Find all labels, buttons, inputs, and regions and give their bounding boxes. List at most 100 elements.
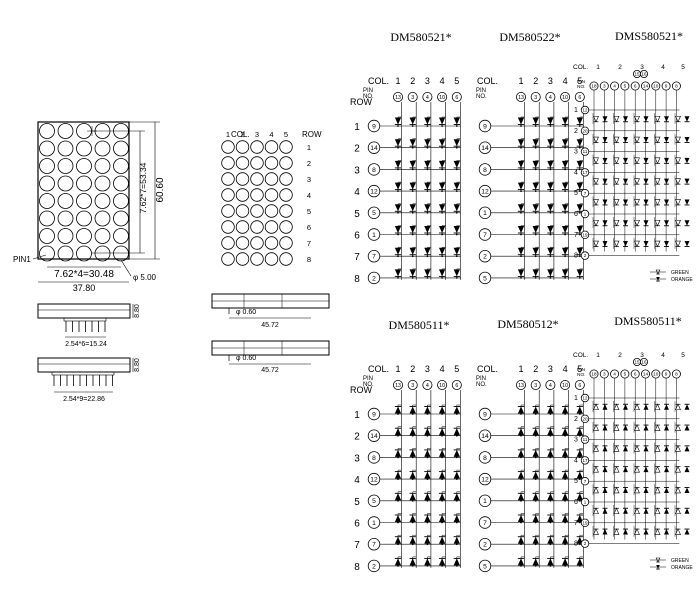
led-triangle	[664, 116, 669, 122]
row-number: 4	[574, 169, 578, 176]
row-number: 7	[574, 232, 578, 239]
center-dot	[235, 172, 250, 186]
pin-number: 8	[675, 372, 678, 377]
junction-dot	[441, 456, 443, 459]
pin-number: 14	[370, 145, 378, 152]
pin-number-circle: 6	[630, 369, 640, 379]
pin-number: 19	[582, 520, 588, 525]
led-symbol	[643, 241, 649, 248]
pin-circle	[367, 271, 381, 285]
pin-number: 7	[483, 520, 487, 527]
pin-number-circle: 8	[367, 163, 381, 176]
led-dot	[57, 245, 74, 262]
row-number: 2	[574, 128, 578, 135]
led-triangle	[664, 425, 669, 431]
junction-dot	[455, 168, 458, 171]
pin-number: 4	[549, 383, 552, 389]
pin-circle	[580, 477, 590, 486]
led-symbol	[664, 403, 669, 410]
led-triangle	[684, 445, 690, 452]
junction-dot	[564, 233, 566, 236]
junction-dot	[534, 521, 537, 524]
junction-dot	[578, 168, 581, 171]
pin-number-circle: 8	[671, 369, 681, 379]
junction-dot	[455, 255, 458, 258]
pin-circle	[560, 92, 571, 103]
led-symbol-outline	[675, 445, 681, 452]
junction-dot	[549, 125, 552, 127]
led-dot	[94, 245, 111, 262]
led-dot	[76, 140, 92, 157]
junction-dot	[534, 277, 537, 279]
row-number: 1	[574, 107, 578, 114]
junction-dot	[397, 146, 399, 149]
junction-dot	[520, 543, 522, 546]
junction-dot	[534, 233, 537, 236]
junction-dot	[549, 521, 552, 524]
pin-number-circle: 17	[580, 168, 590, 177]
junction-dot	[455, 190, 458, 193]
col-number: 2	[410, 76, 415, 86]
led-symbol	[602, 116, 608, 123]
led-dot	[113, 193, 129, 209]
pin-number-circle: 7	[367, 250, 381, 263]
led-dot	[94, 210, 111, 227]
junction-dot	[441, 190, 443, 193]
pin-circle	[580, 188, 590, 198]
led-symbol-outline	[654, 219, 661, 227]
pin-label: PIN	[476, 376, 486, 382]
led-symbol-outline	[593, 486, 599, 494]
led-triangle	[602, 425, 608, 431]
junction-dot	[455, 146, 458, 149]
pin-number: 11	[583, 437, 588, 442]
center-dot	[264, 204, 279, 218]
row-number: 8	[574, 253, 578, 260]
led-triangle	[634, 507, 640, 515]
pin-number: 7	[584, 191, 587, 196]
led-symbol	[664, 466, 669, 473]
junction-dot	[534, 125, 537, 127]
led-triangle	[623, 466, 628, 473]
legend-orange: ORANGE	[671, 565, 693, 571]
led-triangle	[643, 404, 649, 410]
led-triangle	[664, 487, 669, 493]
led-triangle	[654, 507, 661, 515]
junction-dot	[520, 521, 522, 524]
led-symbol	[664, 445, 669, 452]
led-symbol	[623, 116, 628, 123]
led-dot	[76, 245, 92, 262]
led-dot-grid	[39, 123, 129, 262]
pin-number: 10	[562, 95, 568, 101]
pin-number: 20	[582, 416, 588, 421]
front-view-drawing: 60.60 7.62*7=53.34 7.62*4=30.48 37.80 φ …	[13, 121, 166, 403]
led-triangle	[593, 157, 599, 165]
led-symbol-outline	[634, 136, 640, 144]
led-dot	[76, 193, 92, 209]
led-symbol-outline	[593, 157, 599, 165]
led-symbol-outline	[634, 486, 640, 494]
side-view-top: 8.80 2.54*6=15.24	[37, 303, 141, 348]
pin-number-circle: 14	[478, 141, 492, 154]
pin-number: 17	[582, 458, 588, 463]
col-number: 4	[661, 352, 665, 359]
led-triangle	[623, 508, 628, 514]
junction-dot	[426, 521, 429, 524]
led-triangle	[634, 199, 640, 206]
junction-dot	[441, 233, 443, 236]
pin-number: 4	[613, 84, 616, 89]
led-dot	[57, 228, 74, 244]
row-number: 5	[354, 209, 360, 220]
col-label: COL.	[573, 352, 588, 359]
led-symbol	[664, 199, 669, 206]
led-symbol-outline	[654, 115, 661, 123]
pin-number-circle: 1	[367, 228, 381, 241]
led-triangle	[623, 404, 628, 410]
pin-number: 1	[584, 212, 587, 217]
pin-number-circle: 10	[651, 369, 661, 379]
led-symbol-outline	[634, 424, 640, 431]
pin-number: 6	[455, 383, 458, 389]
led-triangle	[634, 219, 640, 227]
pin-number-circle: 12	[478, 184, 492, 198]
pin-circle	[516, 92, 527, 103]
